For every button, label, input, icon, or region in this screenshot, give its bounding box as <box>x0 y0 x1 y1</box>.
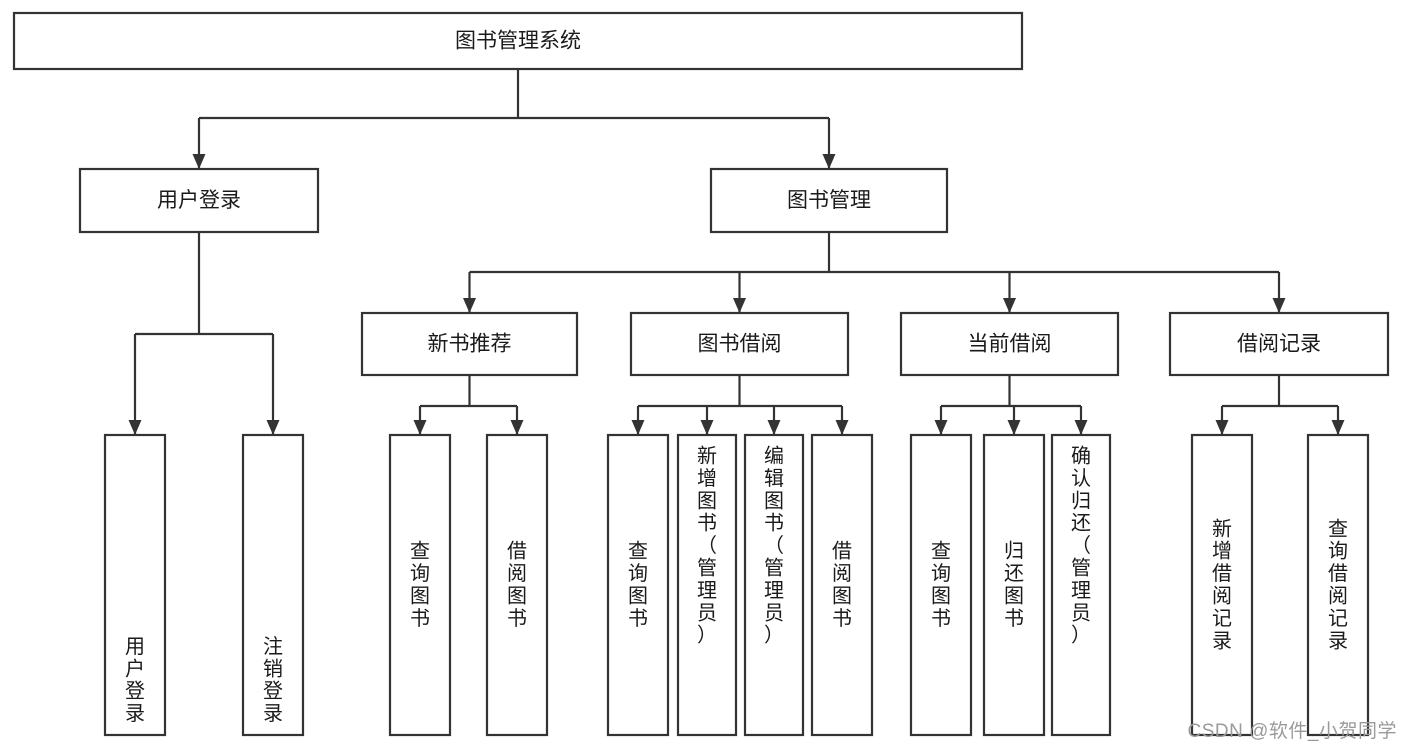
arrow-head-icon <box>1074 420 1088 435</box>
node-layer: 图书管理系统用户登录图书管理新书推荐图书借阅当前借阅借阅记录用户登录注销登录查询… <box>12 11 1390 737</box>
node-box <box>629 311 850 377</box>
node-leaf-borrow-book-1[interactable]: 借阅图书 <box>485 433 549 737</box>
node-label: 借阅图书 <box>507 540 527 630</box>
connector-group-current-borrow <box>934 375 1088 435</box>
node-box <box>909 433 973 737</box>
arrow-head-icon <box>835 420 849 435</box>
node-leaf-query-borrow-record[interactable]: 查询借阅记录 <box>1306 433 1370 737</box>
node-box <box>743 433 805 737</box>
node-label: 新书推荐 <box>428 333 512 356</box>
arrow-head-icon <box>1003 298 1016 313</box>
node-box <box>241 433 305 737</box>
node-box <box>709 167 949 234</box>
node-leaf-user-login[interactable]: 用户登录 <box>103 433 167 737</box>
node-box <box>982 433 1046 737</box>
node-book-manage[interactable]: 图书管理 <box>709 167 949 234</box>
node-leaf-return-book[interactable]: 归还图书 <box>982 433 1046 737</box>
arrow-head-icon <box>700 420 714 435</box>
node-box <box>810 433 874 737</box>
node-label: 用户登录 <box>125 636 145 725</box>
node-box <box>78 167 320 234</box>
arrow-head-icon <box>934 420 948 435</box>
node-box <box>899 311 1120 377</box>
node-label: 借阅记录 <box>1237 333 1321 356</box>
node-borrow-record[interactable]: 借阅记录 <box>1168 311 1390 377</box>
arrow-head-icon <box>413 420 427 435</box>
node-box <box>388 433 452 737</box>
node-label: 归还图书 <box>1004 540 1024 630</box>
connector-group-user-login <box>128 232 280 435</box>
arrow-head-icon <box>266 420 280 435</box>
connector-group-book-manage <box>463 232 1286 313</box>
node-label: 查询图书 <box>628 540 648 630</box>
connector-group-new-book-recommend <box>413 375 524 435</box>
node-label: 图书管理系统 <box>455 30 581 53</box>
node-box <box>485 433 549 737</box>
arrow-head-icon <box>1215 420 1229 435</box>
node-label: 图书管理 <box>787 189 871 212</box>
arrow-head-icon <box>631 420 645 435</box>
arrow-head-icon <box>733 298 746 313</box>
arrow-head-icon <box>1272 298 1286 313</box>
connector-layer <box>128 69 1345 435</box>
connector-group-borrow-record <box>1215 375 1345 435</box>
node-box <box>1050 433 1112 737</box>
arrow-head-icon <box>767 420 781 435</box>
node-box <box>103 433 167 737</box>
node-box <box>1306 433 1370 737</box>
node-leaf-edit-book-admin[interactable]: 编辑图书（管理员） <box>743 433 805 737</box>
node-label: 借阅图书 <box>832 540 852 630</box>
node-current-borrow[interactable]: 当前借阅 <box>899 311 1120 377</box>
node-leaf-query-book-3[interactable]: 查询图书 <box>909 433 973 737</box>
node-label: 新增借阅记录 <box>1212 517 1232 652</box>
node-label: 用户登录 <box>157 189 241 212</box>
node-user-login[interactable]: 用户登录 <box>78 167 320 234</box>
connector-group-root <box>192 69 836 169</box>
node-box <box>1168 311 1390 377</box>
arrow-head-icon <box>822 154 836 169</box>
node-leaf-query-book-1[interactable]: 查询图书 <box>388 433 452 737</box>
arrow-head-icon <box>1331 420 1345 435</box>
arrow-head-icon <box>128 420 142 435</box>
node-label: 图书借阅 <box>698 333 782 356</box>
node-leaf-confirm-return-admin[interactable]: 确认归还（管理员） <box>1050 433 1112 737</box>
node-root[interactable]: 图书管理系统 <box>12 11 1024 71</box>
node-box <box>12 11 1024 71</box>
node-label: 新增图书（管理员） <box>697 444 717 646</box>
arrow-head-icon <box>510 420 524 435</box>
node-box <box>360 311 579 377</box>
node-leaf-add-book-admin[interactable]: 新增图书（管理员） <box>676 433 738 737</box>
node-leaf-query-book-2[interactable]: 查询图书 <box>606 433 670 737</box>
node-label: 查询图书 <box>410 540 430 630</box>
node-book-borrow[interactable]: 图书借阅 <box>629 311 850 377</box>
node-label: 编辑图书（管理员） <box>764 444 784 646</box>
node-new-book-recommend[interactable]: 新书推荐 <box>360 311 579 377</box>
node-box <box>606 433 670 737</box>
node-box <box>1190 433 1254 737</box>
node-label: 当前借阅 <box>968 333 1052 356</box>
node-leaf-user-logout[interactable]: 注销登录 <box>241 433 305 737</box>
node-label: 查询借阅记录 <box>1328 517 1348 652</box>
arrow-head-icon <box>1007 420 1021 435</box>
watermark-label: CSDN @软件_小贺同学 <box>1187 721 1397 742</box>
node-leaf-borrow-book-2[interactable]: 借阅图书 <box>810 433 874 737</box>
node-leaf-add-borrow-record[interactable]: 新增借阅记录 <box>1190 433 1254 737</box>
node-label: 确认归还（管理员） <box>1071 444 1091 646</box>
node-label: 注销登录 <box>263 635 283 725</box>
arrow-head-icon <box>463 298 476 313</box>
arrow-head-icon <box>192 154 206 169</box>
node-label: 查询图书 <box>931 540 951 630</box>
node-box <box>676 433 738 737</box>
connector-group-book-borrow <box>631 375 849 435</box>
